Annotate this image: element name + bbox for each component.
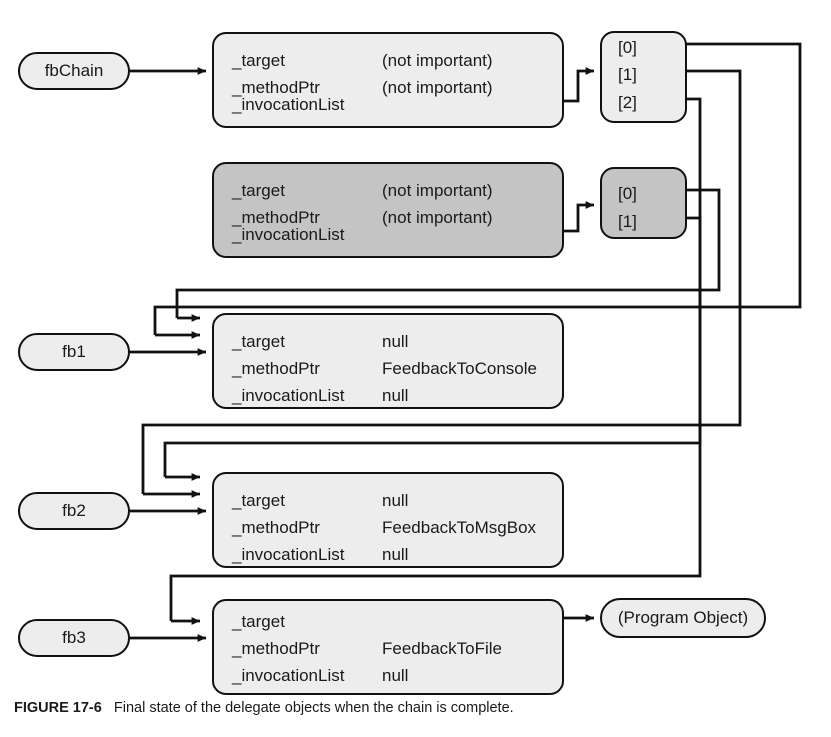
field-value-method-ptr: FeedbackToMsgBox — [382, 518, 537, 537]
field-value-method-ptr: (not important) — [382, 78, 493, 97]
field-value-target: null — [382, 491, 409, 510]
field-value-invocation-list: null — [382, 666, 409, 685]
delegate-box-old-chain-delegate[interactable]: _target (not important) _methodPtr (not … — [212, 162, 564, 258]
program-object-box[interactable]: (Program Object) — [600, 598, 766, 638]
field-label-target: _target — [232, 612, 285, 631]
field-label-invocation-list: _invocationList — [232, 225, 345, 244]
variable-pill-label: fb1 — [62, 342, 86, 361]
array-box-invocation-array-2[interactable]: [0] [1] — [600, 167, 687, 239]
field-value-method-ptr: (not important) — [382, 208, 493, 227]
field-value-method-ptr: FeedbackToConsole — [382, 359, 537, 378]
field-label-invocation-list: _invocationList — [232, 666, 345, 685]
field-label-method-ptr: _methodPtr — [232, 639, 320, 658]
variable-pill-label: fb2 — [62, 501, 86, 520]
figure-caption: FIGURE 17-6 Final state of the delegate … — [14, 700, 514, 716]
delegate-box-fb2-delegate[interactable]: _target null _methodPtr FeedbackToMsgBox… — [212, 472, 564, 568]
field-value-method-ptr: FeedbackToFile — [382, 639, 503, 658]
field-value-invocation-list: null — [382, 386, 409, 405]
variable-pill-fb3[interactable]: fb3 — [18, 619, 130, 657]
field-value-target: null — [382, 332, 409, 351]
field-label-invocation-list: _invocationList — [232, 95, 345, 114]
field-value-invocation-list: null — [382, 545, 409, 564]
figure-caption-text: Final state of the delegate objects when… — [113, 700, 514, 716]
field-label-invocation-list: _invocationList — [232, 386, 345, 405]
variable-pill-fb2[interactable]: fb2 — [18, 492, 130, 530]
field-label-method-ptr: _methodPtr — [232, 518, 320, 537]
field-label-method-ptr: _methodPtr — [232, 359, 320, 378]
field-label-target: _target — [232, 332, 285, 351]
delegate-box-fb3-delegate[interactable]: _target _methodPtr FeedbackToFile _invoc… — [212, 599, 564, 695]
program-object-label: (Program Object) — [617, 608, 749, 627]
variable-pill-fbchain[interactable]: fbChain — [18, 52, 130, 90]
field-label-method-ptr: _methodPtr — [232, 78, 320, 97]
figure-number: FIGURE 17-6 — [14, 700, 102, 716]
array-index-2: [2] — [618, 93, 637, 112]
array-index-1: [1] — [618, 65, 637, 84]
variable-pill-label: fbChain — [44, 61, 104, 80]
array-index-1: [1] — [618, 212, 637, 231]
field-label-target: _target — [232, 181, 285, 200]
field-value-target: (not important) — [382, 51, 493, 70]
field-value-target: (not important) — [382, 181, 493, 200]
delegate-box-fb1-delegate[interactable]: _target null _methodPtr FeedbackToConsol… — [212, 313, 564, 409]
variable-pill-label: fb3 — [62, 628, 86, 647]
array-index-0: [0] — [618, 38, 637, 57]
variable-pill-fb1[interactable]: fb1 — [18, 333, 130, 371]
field-label-method-ptr: _methodPtr — [232, 208, 320, 227]
array-box-invocation-array-3[interactable]: [0] [1] [2] — [600, 31, 687, 123]
array-index-0: [0] — [618, 184, 637, 203]
wire-array3-1-to-fb2 — [141, 69, 742, 494]
field-label-invocation-list: _invocationList — [232, 545, 345, 564]
delegate-box-chain-delegate[interactable]: _target (not important) _methodPtr (not … — [212, 32, 564, 128]
field-label-target: _target — [232, 491, 285, 510]
field-label-target: _target — [232, 51, 285, 70]
